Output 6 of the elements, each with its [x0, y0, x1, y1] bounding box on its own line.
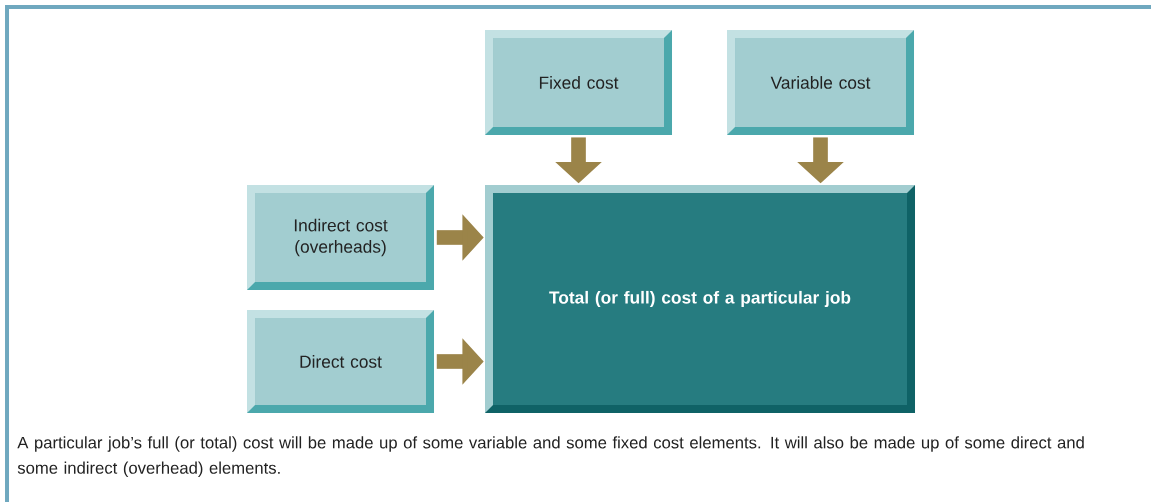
cost-box: Direct cost: [247, 310, 434, 413]
cost-box: Fixed cost: [485, 30, 672, 135]
cost-box: Indirect cost (overheads): [247, 185, 434, 290]
total-cost-box: Total (or full) cost of a particular job: [485, 185, 915, 413]
caption: A particular job’s full (or total) cost will be made up of some variable and some fixed cost elements. It will also be made up of some direct and some indirect (overhead) elements.: [17, 436, 1084, 478]
cost-box: Variable cost: [727, 30, 914, 135]
